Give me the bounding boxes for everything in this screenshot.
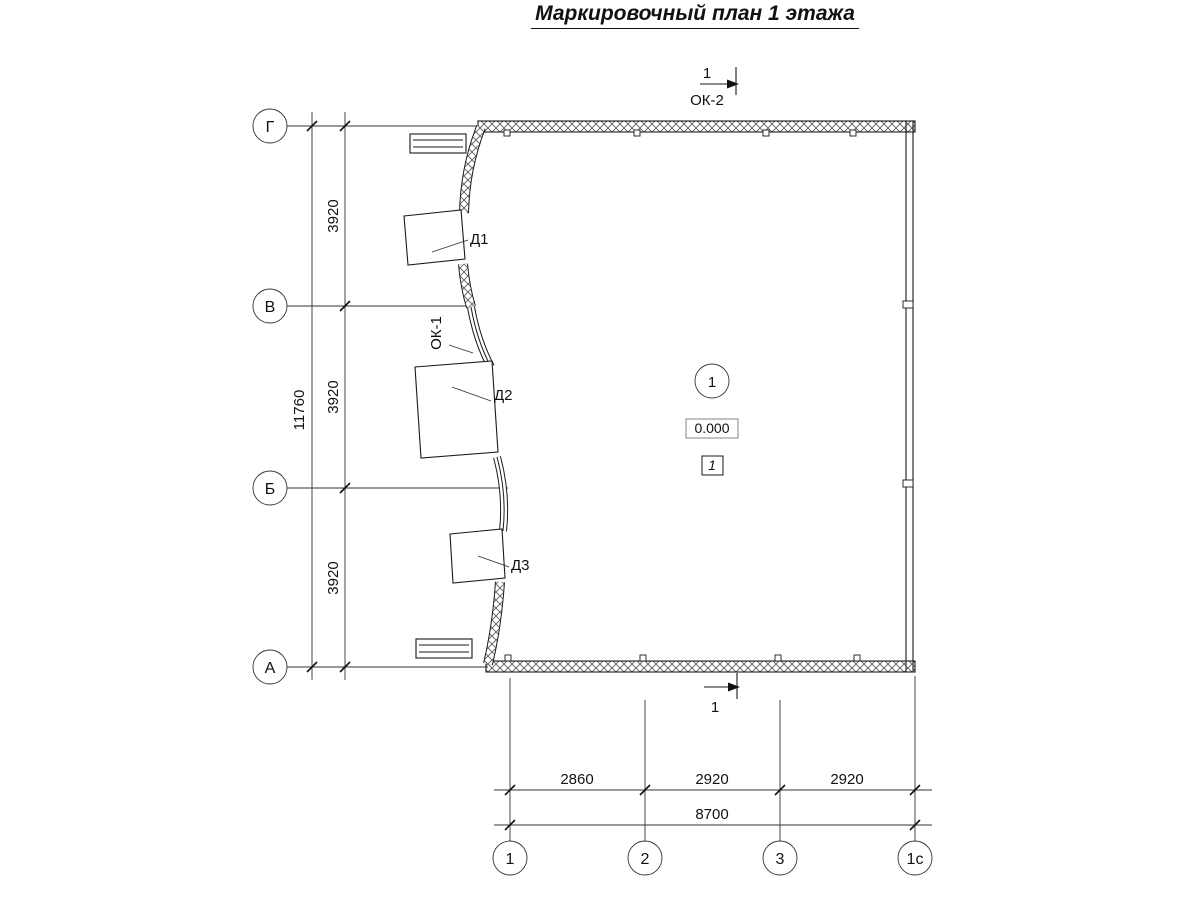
dim-bottom-seg-2: 2920 <box>695 771 728 788</box>
door-leaf-d2 <box>414 360 499 459</box>
bottom-dimension-chain: 2860 2920 2920 8700 <box>494 676 932 841</box>
section-mark-top: 1 ОК-2 <box>690 65 739 109</box>
axis-label-g: Г <box>266 119 275 136</box>
room-number-bubble <box>694 363 730 399</box>
building-outline <box>403 120 916 673</box>
level-mark: 0.000 <box>694 420 729 436</box>
door-label-d3: Д3 <box>511 557 530 574</box>
axis-bubble-g <box>252 108 288 144</box>
left-curved-wall <box>458 125 509 666</box>
right-wall <box>902 121 914 672</box>
axis-label-2: 2 <box>641 851 650 868</box>
axis-bubble-b <box>252 470 288 506</box>
dim-left-seg-2: 3920 <box>325 380 342 413</box>
radiator-top <box>409 133 467 154</box>
curved-window-ok1 <box>467 306 495 369</box>
axis-bubble-2 <box>627 840 663 876</box>
axis-bubble-a <box>252 649 288 685</box>
section-top-window-label: ОК-2 <box>690 92 724 109</box>
left-dimension-chain: 3920 3920 3920 11760 <box>291 112 351 680</box>
axis-label-1c: 1с <box>907 851 924 868</box>
axis-bubble-3 <box>762 840 798 876</box>
row-axis-lines <box>287 125 508 668</box>
axis-label-a: А <box>265 660 276 677</box>
axis-label-3: 3 <box>776 851 785 868</box>
door-leaf-d1 <box>403 209 466 266</box>
radiator-bottom <box>415 638 473 659</box>
col-axis-bubbles: 1 2 3 1с <box>492 840 933 876</box>
door-label-d2: Д2 <box>494 387 513 404</box>
dim-bottom-seg-1: 2860 <box>560 771 593 788</box>
zone-mark-box <box>701 455 724 476</box>
bottom-wall-window-ticks <box>504 654 861 662</box>
zone-mark: 1 <box>708 457 716 473</box>
room-number: 1 <box>708 374 716 391</box>
door-label-d1: Д1 <box>470 231 489 248</box>
dim-left-total: 11760 <box>291 390 308 431</box>
drawing-title: Маркировочный план 1 этажа <box>531 2 859 29</box>
door-leaf-d3 <box>449 528 506 584</box>
curved-window-mid <box>493 455 509 532</box>
level-mark-box <box>685 418 739 439</box>
bottom-wall <box>485 660 916 673</box>
axis-bubble-1 <box>492 840 528 876</box>
section-bottom-arrowhead <box>728 682 740 692</box>
top-wall <box>477 120 916 133</box>
room-markers: 1 0.000 1 <box>685 363 739 476</box>
top-wall-window-ticks <box>503 129 857 137</box>
dim-left-seg-1: 3920 <box>325 199 342 232</box>
section-bottom-number: 1 <box>711 699 719 716</box>
axis-label-1: 1 <box>506 851 515 868</box>
row-axis-bubbles: Г В Б А <box>252 108 288 685</box>
section-mark-bottom: 1 <box>704 673 740 716</box>
axis-bubble-v <box>252 288 288 324</box>
dim-left-seg-3: 3920 <box>325 561 342 594</box>
axis-label-v: В <box>265 299 276 316</box>
axis-label-b: Б <box>265 481 276 498</box>
window-label-ok1: ОК-1 <box>428 316 445 350</box>
dim-bottom-seg-3: 2920 <box>830 771 863 788</box>
dim-bottom-total: 8700 <box>695 806 728 823</box>
section-top-number: 1 <box>703 65 711 82</box>
element-labels: Д1 ОК-1 Д2 Д3 <box>428 231 530 574</box>
axis-bubble-1c <box>897 840 933 876</box>
section-top-arrowhead <box>727 79 739 89</box>
